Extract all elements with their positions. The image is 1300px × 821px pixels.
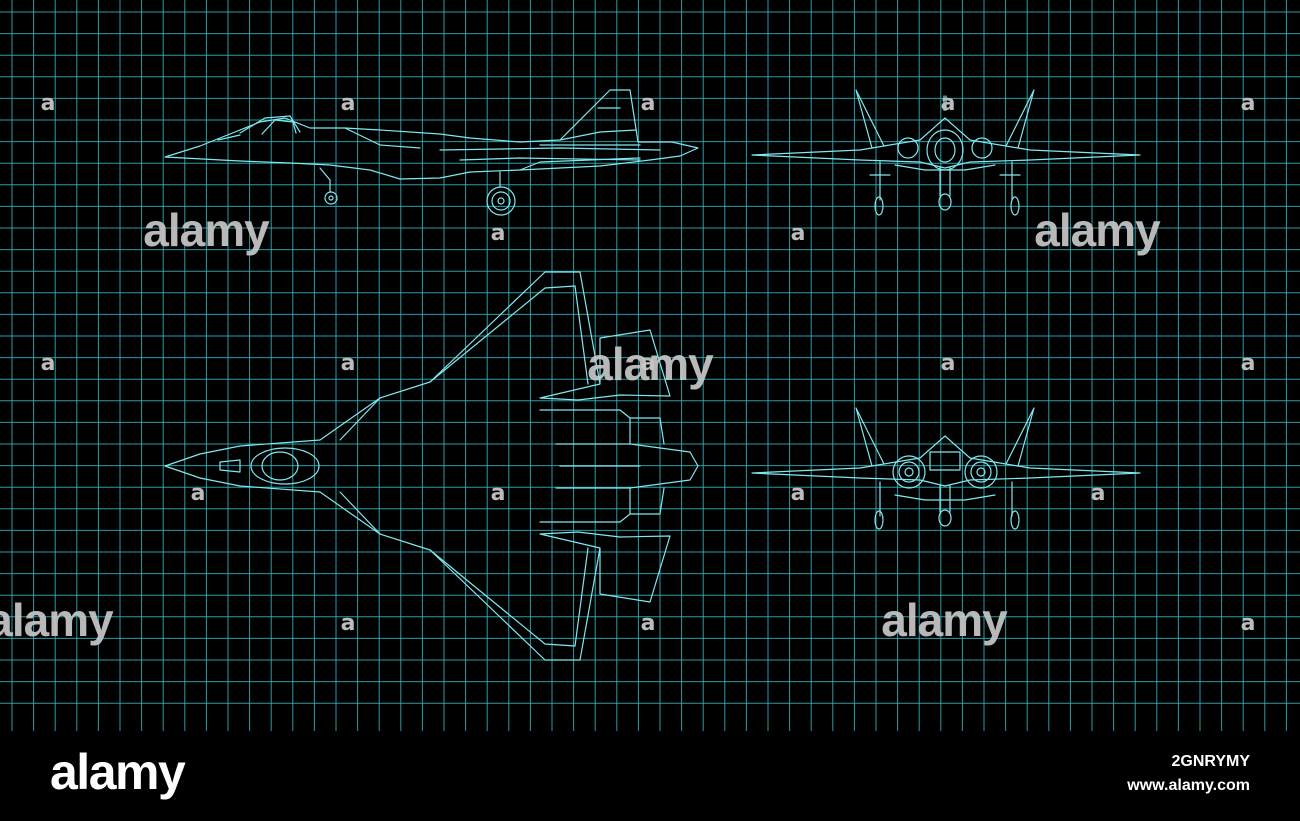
jet-rear-view [751,407,1141,530]
watermark-mark: a [1091,481,1106,506]
footer-image-id: 2GNRYMY [1171,753,1250,770]
watermark-mark: a [641,351,656,376]
jet-side-view [164,89,699,216]
watermark-mark: a [941,91,956,116]
footer-bar: alamy 2GNRYMY www.alamy.com [0,731,1300,821]
watermark-mark: a [41,91,56,116]
footer-site: www.alamy.com [1127,777,1250,794]
watermark-mark: a [791,221,806,246]
watermark-mark: a [491,221,506,246]
watermark-logo: alamy [143,204,270,256]
watermark-small-marks: a a a a a a a a a a a a a a a a a a a [41,91,1256,636]
watermark-mark: a [341,611,356,636]
watermark-logo: alamy [1034,204,1161,256]
jet-top-view [164,271,699,661]
watermark-mark: a [641,91,656,116]
watermark-logo: alamy [0,594,114,646]
watermark-mark: a [1241,611,1256,636]
watermark-mark: a [641,611,656,636]
blueprint-grid [0,0,1300,731]
watermark-mark: a [341,351,356,376]
watermark-mark: a [1241,91,1256,116]
watermark-mark: a [341,91,356,116]
watermark-mark: a [1241,351,1256,376]
jet-front-view [751,89,1141,216]
watermark-logos: alamy alamy alamy alamy alamy [0,204,1162,646]
footer-logo: alamy [50,744,186,800]
watermark-mark: a [41,351,56,376]
watermark-mark: a [941,351,956,376]
watermark-mark: a [791,481,806,506]
watermark-mark: a [491,481,506,506]
watermark-logo: alamy [587,338,714,390]
watermark-logo: alamy [881,594,1008,646]
watermark-mark: a [191,481,206,506]
